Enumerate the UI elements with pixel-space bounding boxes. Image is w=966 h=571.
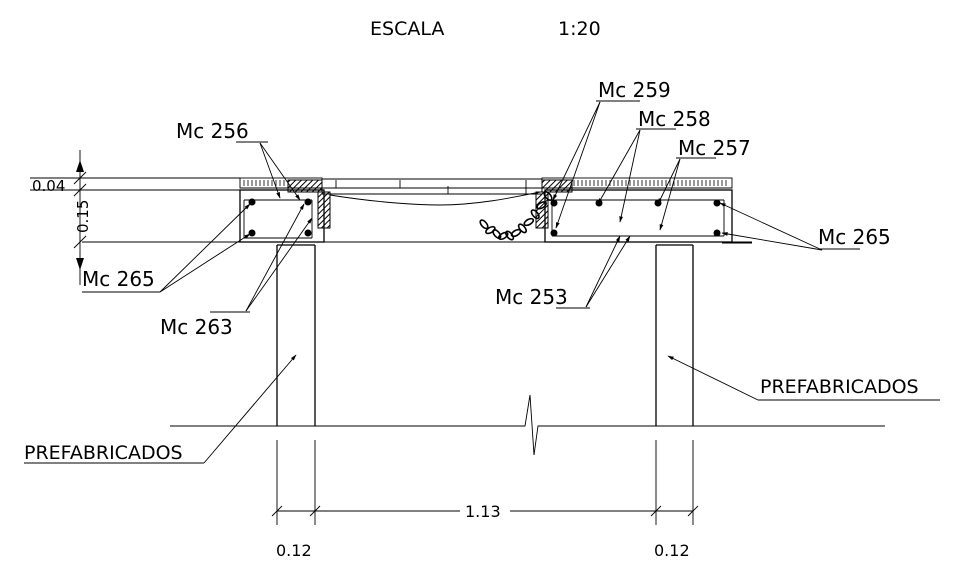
right-steel-angle <box>535 191 549 229</box>
label-mc257: Mc 257 <box>678 136 751 160</box>
rebar-dot <box>713 199 721 207</box>
label-mc256: Mc 256 <box>176 119 249 143</box>
rebar-dot <box>550 229 558 237</box>
chain-link <box>497 231 509 241</box>
left-steel-angle-hatch <box>287 179 323 193</box>
chain-link <box>523 217 535 227</box>
dim-beam-left: 0.12 <box>276 541 312 560</box>
rebar-dot <box>550 199 558 207</box>
rebar-dot <box>304 198 312 206</box>
label-mc263: Mc 263 <box>160 315 233 339</box>
dim-span: 1.13 <box>465 502 501 521</box>
rebar-dot <box>304 229 312 237</box>
chain-link <box>492 229 502 239</box>
right-slab <box>535 179 752 244</box>
label-prefab-right: PREFABRICADOS <box>760 376 919 398</box>
label-mc259: Mc 259 <box>598 78 671 102</box>
rebar-dot <box>713 229 721 237</box>
dim-top-height: 0.04 <box>32 177 65 195</box>
label-mc265-left: Mc 265 <box>82 267 155 291</box>
dim-slab-thickness: 0.15 <box>74 200 92 233</box>
label-mc265-right: Mc 265 <box>818 225 891 249</box>
rebar-dot <box>248 229 256 237</box>
chain-link <box>485 225 496 235</box>
pavement-ticks-right <box>573 180 727 186</box>
horizontal-dimensions <box>271 440 699 525</box>
scale-label: ESCALA <box>370 18 444 40</box>
pavement-ticks-left <box>243 180 289 186</box>
right-steel-angle-hatch <box>541 179 573 193</box>
label-mc258: Mc 258 <box>638 107 711 131</box>
right-column <box>655 244 694 426</box>
label-mc253: Mc 253 <box>495 285 568 309</box>
left-slab <box>239 179 331 243</box>
leader-lines <box>24 100 940 464</box>
dim-beam-right: 0.12 <box>654 541 690 560</box>
left-column <box>276 244 316 426</box>
left-steel-angle <box>317 191 331 229</box>
vertical-dimension <box>30 150 240 285</box>
ground-break-line <box>170 394 885 456</box>
label-prefab-left: PREFABRICADOS <box>24 442 183 464</box>
chain-link <box>517 223 527 234</box>
expansion-joint <box>322 178 542 206</box>
scale-value: 1:20 <box>558 18 601 40</box>
